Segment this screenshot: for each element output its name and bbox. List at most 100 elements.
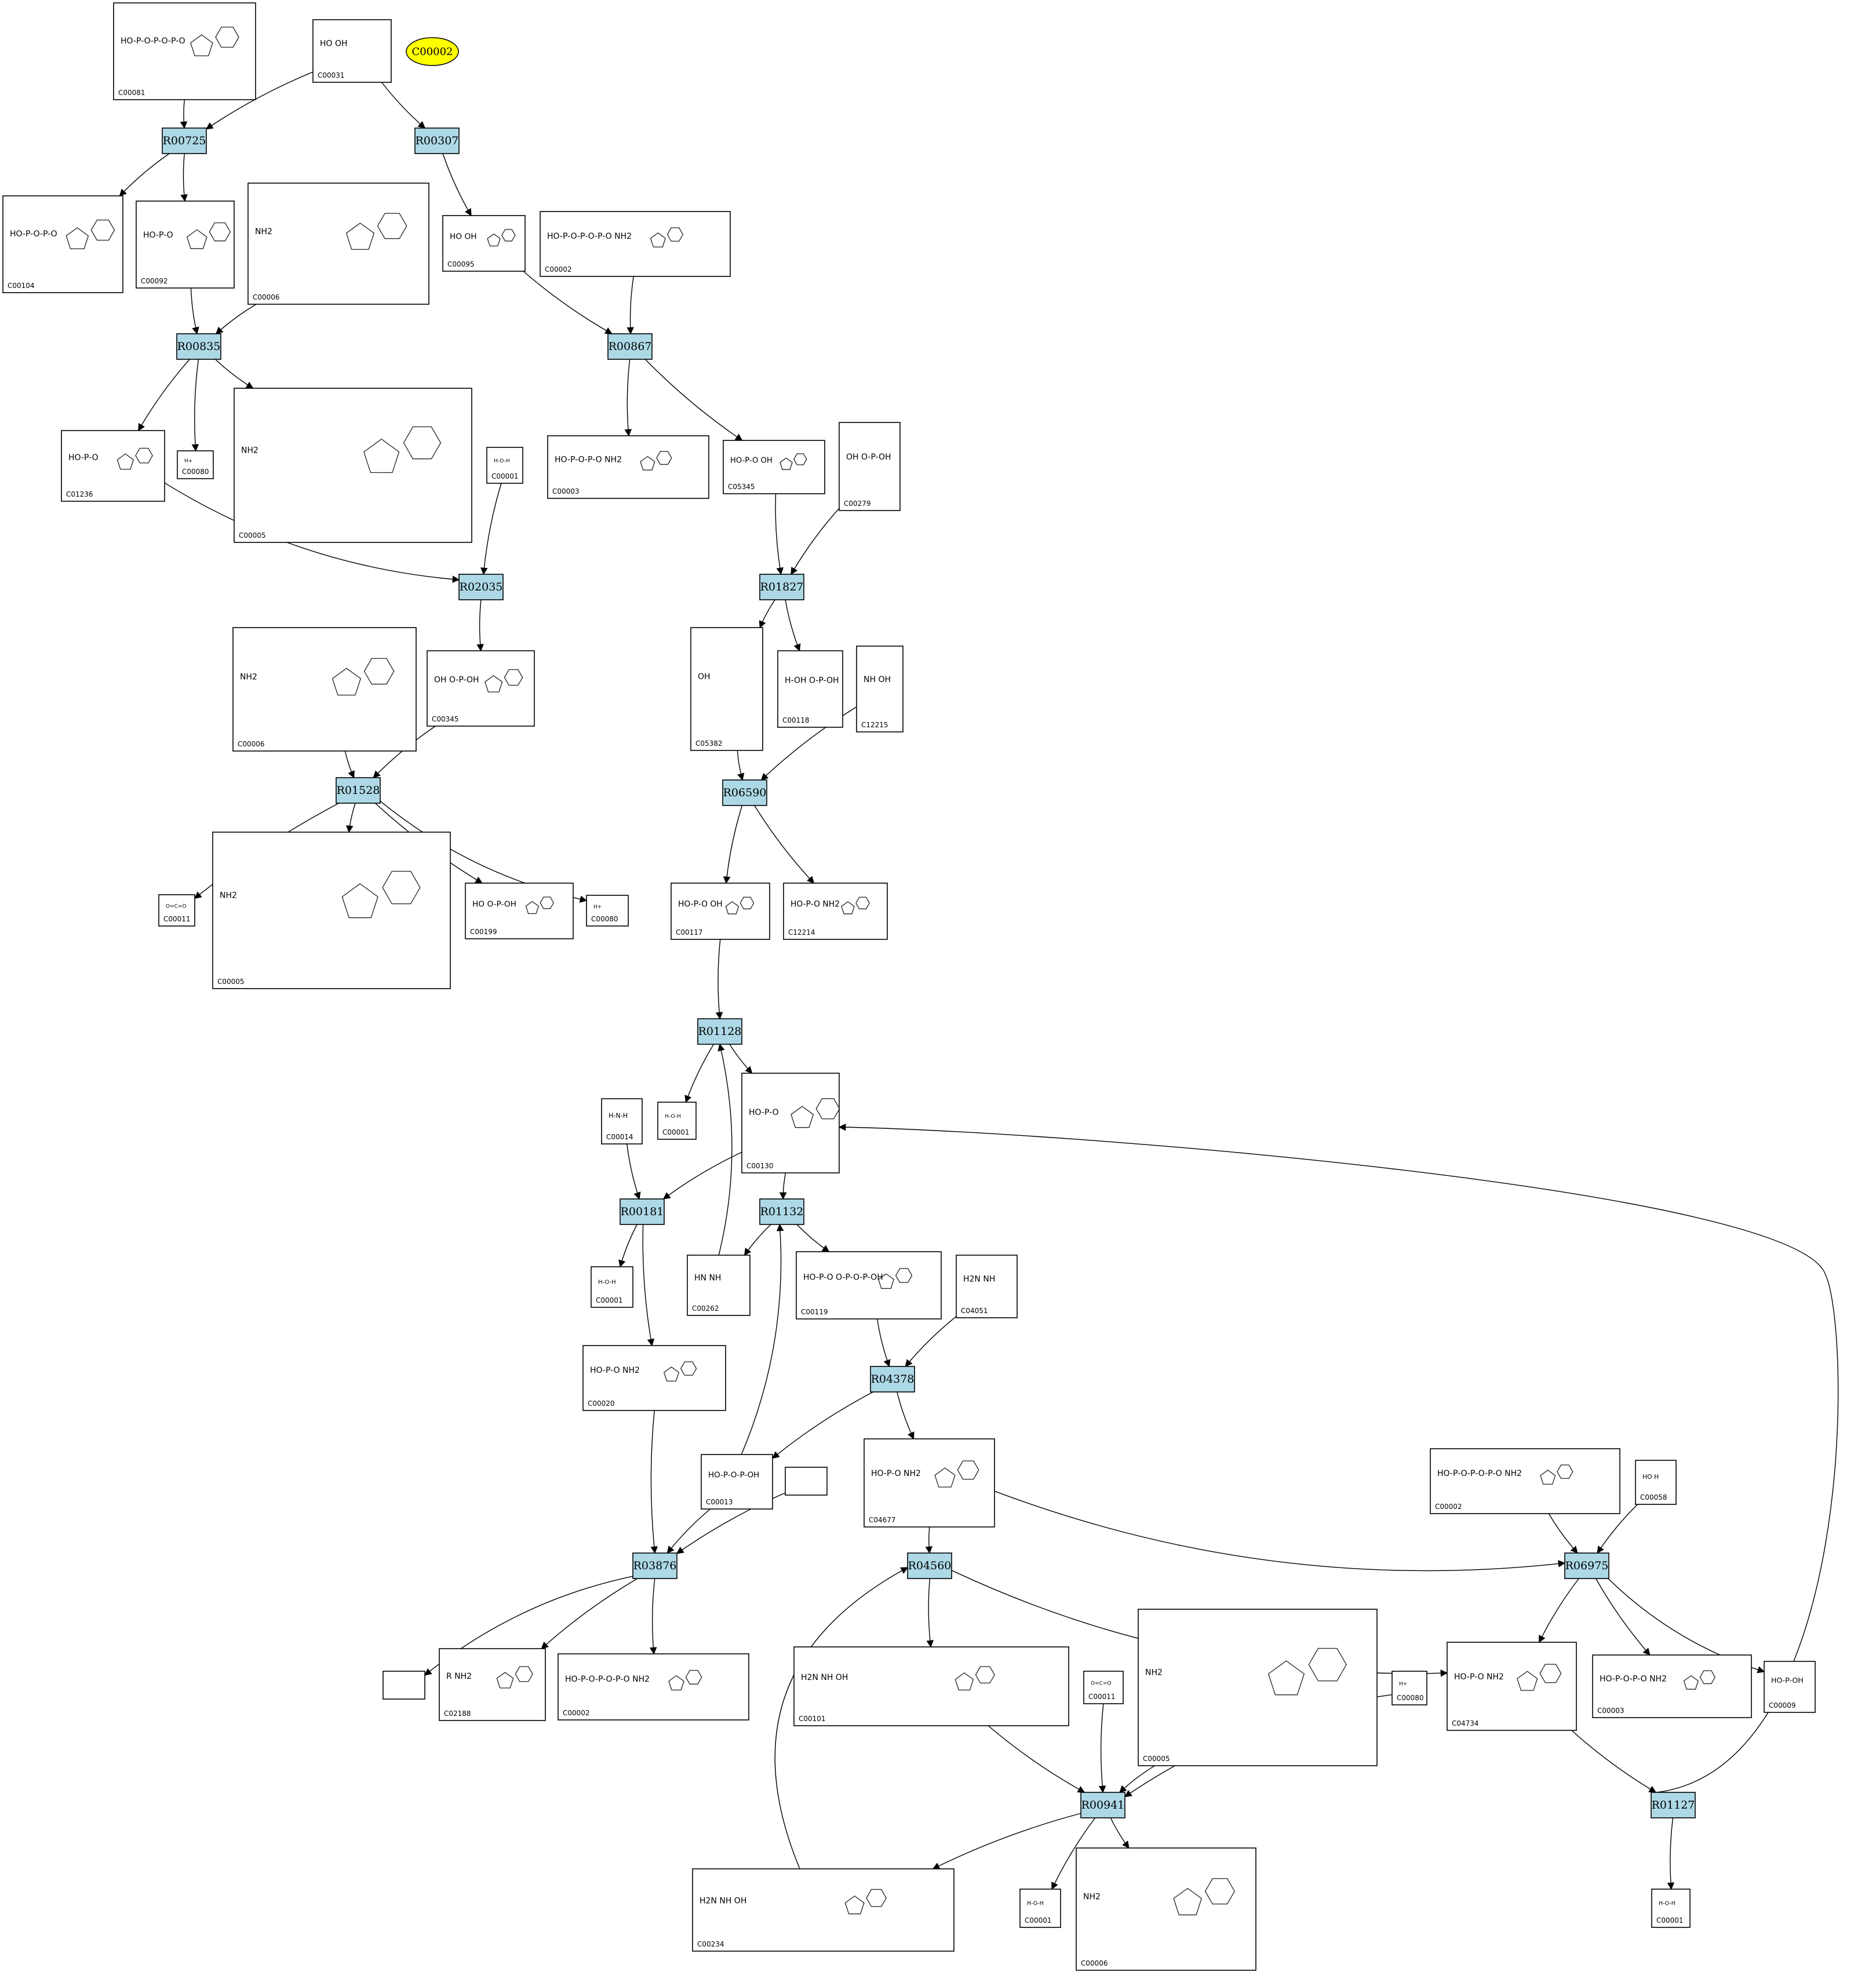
edge-R01127-c52 [1667, 1817, 1675, 1890]
compound-frame [582, 1345, 726, 1411]
edge-R06590-c25 [754, 805, 815, 884]
reaction-node[interactable]: R06590 [722, 779, 767, 806]
compound-frame [486, 447, 523, 484]
edge-R01127-c28 [838, 1123, 1839, 1793]
reaction-node[interactable]: R06975 [1564, 1552, 1609, 1579]
reaction-id-label: R01127 [1652, 1799, 1695, 1811]
compound-frame [113, 2, 256, 100]
reaction-node[interactable]: R00867 [607, 333, 653, 360]
structure-formula: HO OH [450, 232, 477, 241]
edge-R00181-c29 [618, 1224, 638, 1268]
edge-c28-R01132 [779, 1172, 787, 1200]
reaction-node[interactable]: R01132 [759, 1198, 804, 1225]
reaction-node[interactable]: R04560 [907, 1552, 952, 1579]
compound-frame [540, 211, 731, 277]
compound-box[interactable]: H+C00080 [1391, 1671, 1427, 1705]
reaction-node[interactable]: R00725 [162, 127, 207, 154]
structure-formula: HO-P-O OH [678, 900, 723, 909]
structure-formula: H-O-H [665, 1114, 681, 1120]
reaction-node[interactable]: R03876 [632, 1552, 677, 1579]
compound-box[interactable]: H-O-H C00001 [486, 447, 523, 484]
compound-frame [61, 430, 165, 502]
reaction-node[interactable]: R01528 [336, 777, 381, 804]
sugar-ring-glyph [844, 1896, 865, 1915]
structure-formula: HO-P-O NH2 [1454, 1672, 1504, 1682]
reaction-node[interactable]: R01127 [1651, 1792, 1696, 1818]
reaction-node[interactable]: R01128 [697, 1018, 742, 1045]
reaction-node[interactable]: R00941 [1080, 1792, 1125, 1818]
structure-formula: H-O-H [1027, 1901, 1044, 1907]
sugar-ring-glyph [791, 1106, 814, 1128]
sugar-ring-glyph [955, 1672, 974, 1691]
reaction-node[interactable]: R00835 [176, 333, 221, 360]
compound-id-label: C00011 [163, 915, 191, 923]
compound-frame [657, 1102, 697, 1140]
reaction-node[interactable]: R00307 [414, 127, 460, 154]
compound-frame [177, 450, 214, 479]
compound-id-label: C00001 [491, 472, 519, 480]
compound-box[interactable] [383, 1671, 425, 1700]
compound-box[interactable] [785, 1467, 828, 1496]
reaction-node[interactable]: R00181 [620, 1198, 665, 1225]
base-ring-glyph [515, 1666, 533, 1682]
compound-id-label: C00006 [253, 293, 280, 301]
compound-box[interactable]: H+C00080 [177, 450, 214, 479]
edge-c28-R00181 [662, 1151, 742, 1200]
reaction-node[interactable]: R02035 [458, 574, 504, 600]
reaction-node[interactable]: R01827 [759, 574, 804, 600]
structure-formula: H-O-H [494, 458, 510, 464]
compound-box[interactable]: H+C00080 [586, 895, 629, 927]
reaction-node[interactable]: R04378 [870, 1366, 915, 1393]
highlighted-compound-ellipse[interactable] [406, 37, 459, 66]
structure-formula: HO-P-O-P-O-P-O NH2 [547, 232, 632, 241]
base-ring-glyph [363, 658, 395, 685]
